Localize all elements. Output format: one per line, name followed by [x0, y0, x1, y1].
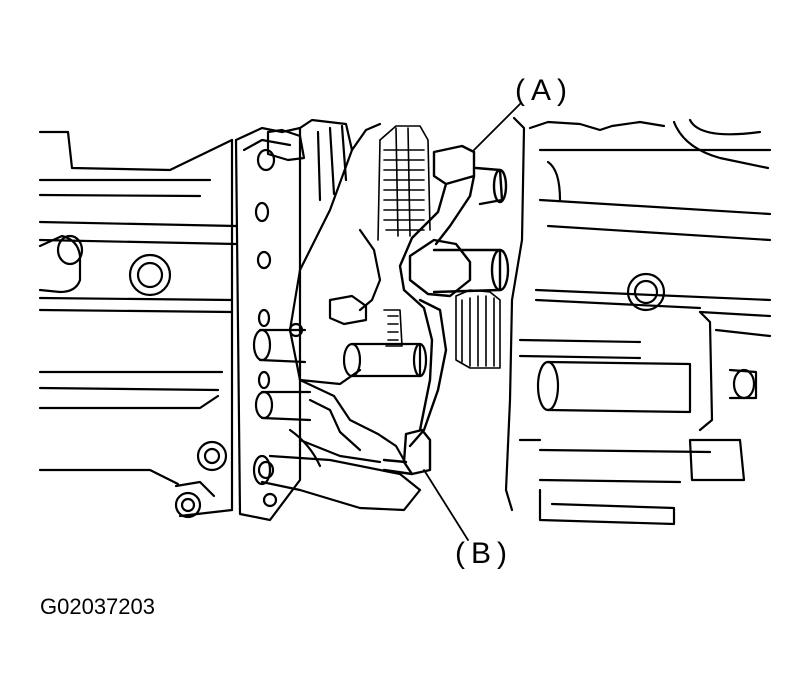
left-nut [198, 442, 226, 470]
gear-column [378, 126, 500, 368]
leader-lines [424, 104, 520, 540]
left-pins [254, 130, 310, 420]
right-housing [506, 118, 770, 524]
callout-label-b: (B) [455, 537, 513, 570]
left-housing [40, 132, 236, 517]
figure-id: G02037203 [40, 594, 155, 619]
lower-rail [254, 380, 420, 510]
left-bolt-hole [130, 255, 170, 295]
flange-plate [236, 128, 300, 520]
lower-nut [176, 493, 200, 517]
leader-line-a [474, 104, 520, 150]
callout-label-a: (A) [515, 74, 573, 107]
fork-tip [384, 430, 430, 474]
shift-fork [400, 146, 508, 446]
leader-line-b [424, 470, 468, 540]
right-bolt-hole [628, 274, 664, 310]
